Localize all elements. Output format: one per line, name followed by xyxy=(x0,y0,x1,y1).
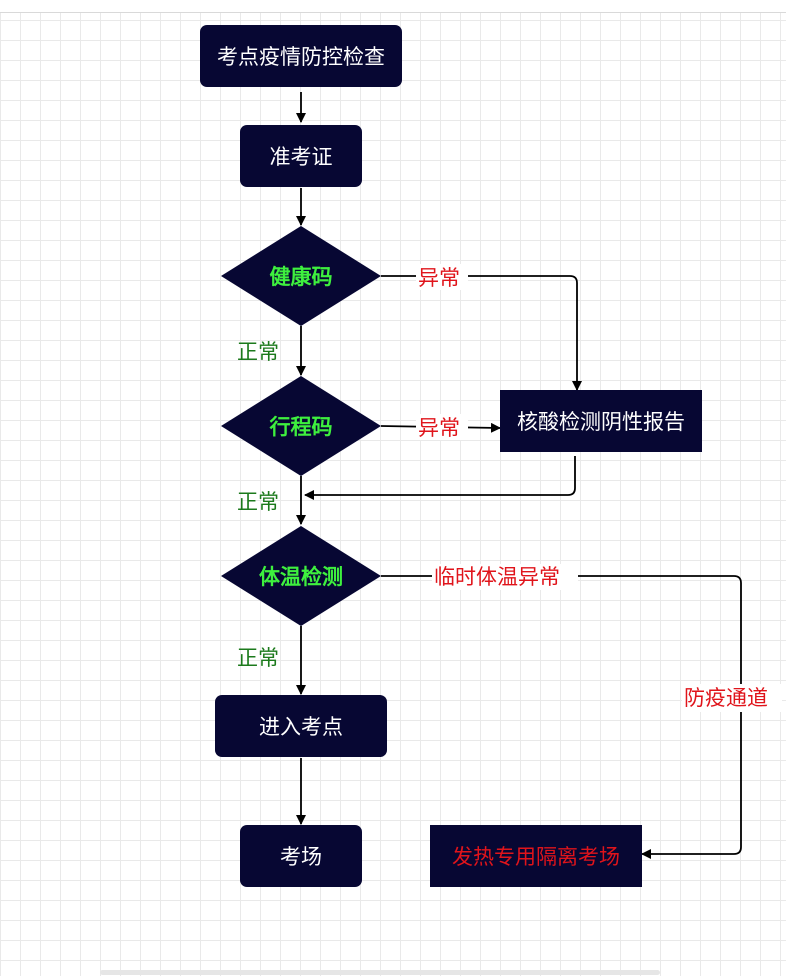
edge-temp-fever xyxy=(381,575,742,859)
node-nat-report: 核酸检测阴性报告 xyxy=(500,390,702,452)
node-fever-isolation-room: 发热专用隔离考场 xyxy=(430,825,642,887)
label-health-abnormal: 异常 xyxy=(418,266,460,290)
diamond-temp-check-label: 体温检测 xyxy=(259,565,343,589)
label-temp-abnormal: 临时体温异常 xyxy=(434,565,560,589)
diamond-health-code xyxy=(221,226,381,326)
node-exam-room: 考场 xyxy=(240,825,362,887)
label-travel-normal: 正常 xyxy=(237,490,279,514)
label-travel-abnormal: 异常 xyxy=(418,416,460,440)
label-epidemic-channel: 防疫通道 xyxy=(684,686,768,710)
label-bg-health-abnormal xyxy=(416,264,468,290)
node-enter-exam-site: 进入考点 xyxy=(215,695,387,757)
label-health-normal: 正常 xyxy=(237,340,279,364)
label-bg-temp-abnormal xyxy=(432,564,578,590)
canvas-top-edge xyxy=(0,0,786,13)
edge-nat-return xyxy=(304,456,576,500)
diamond-health-code-label: 健康码 xyxy=(270,265,333,289)
edge-health-nat xyxy=(381,275,582,391)
label-bg-epidemic-channel xyxy=(682,684,782,712)
diamond-temp-check xyxy=(221,526,381,626)
label-temp-normal: 正常 xyxy=(237,646,279,670)
horizontal-scrollbar[interactable] xyxy=(100,970,660,975)
diamond-travel-code xyxy=(221,376,381,476)
label-bg-travel-abnormal xyxy=(416,414,468,440)
diamond-travel-code-label: 行程码 xyxy=(269,415,333,439)
node-start: 考点疫情防控检查 xyxy=(200,25,402,87)
node-admission-ticket: 准考证 xyxy=(240,125,362,187)
